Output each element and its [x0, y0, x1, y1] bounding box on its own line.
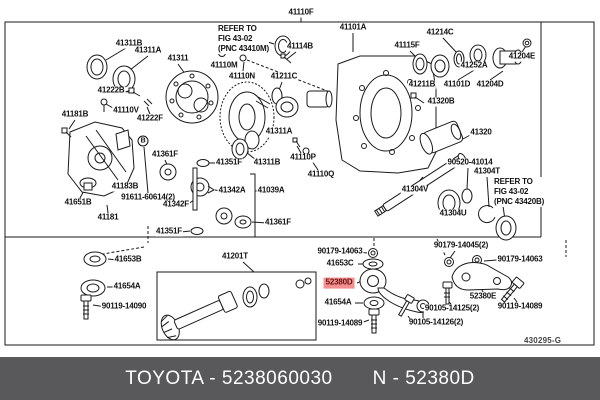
footer-pnc: N - 52380D: [372, 367, 475, 389]
selected-part-label-52380d[interactable]: 52380D: [323, 277, 355, 289]
part-label-41320[interactable]: 41320: [469, 127, 493, 138]
part-label-90179-14063[interactable]: 90179-14063: [316, 246, 364, 257]
part-label-41101d[interactable]: 41101D: [442, 79, 472, 90]
part-label-90520-41014[interactable]: 90520-41014: [446, 157, 494, 168]
part-label-52380e[interactable]: 52380E: [468, 291, 498, 302]
part-label-41110n[interactable]: 41110N: [228, 71, 256, 82]
footer-bar: TOYOTA - 5238060030 N - 52380D: [0, 357, 600, 400]
part-label-41361f[interactable]: 41361F: [151, 149, 179, 160]
part-label-41204d[interactable]: 41204D: [475, 79, 505, 90]
part-label-41211c[interactable]: 41211C: [269, 71, 299, 82]
part-label-90179-14063[interactable]: 90179-14063: [496, 254, 544, 265]
part-label-41214c[interactable]: 41214C: [425, 27, 455, 38]
part-label-41222b[interactable]: 41222B: [96, 85, 126, 96]
internal-gear-kit-drawing: [159, 159, 252, 235]
part-label-41181[interactable]: 41181: [96, 212, 120, 223]
support-bracket-drawing: [398, 255, 525, 317]
part-label-41110p[interactable]: 41110P: [289, 152, 317, 163]
part-label-41351f[interactable]: 41351F: [215, 157, 243, 168]
part-label-90119-14089[interactable]: 90119-14089: [316, 318, 364, 329]
part-label-90105-14125(2)[interactable]: 90105-14125(2): [423, 303, 481, 314]
part-label-41654a[interactable]: 41654A: [323, 297, 353, 308]
part-label-41181b[interactable]: 41181B: [60, 109, 90, 120]
part-label-41201t[interactable]: 41201T: [221, 251, 249, 262]
part-label-41114b[interactable]: 41114B: [286, 41, 314, 52]
part-label-41252a[interactable]: 41252A: [459, 60, 489, 71]
part-label-41311[interactable]: 41311: [166, 53, 190, 64]
axle-shaft-drawing: [374, 120, 517, 241]
part-label-41183b[interactable]: 41183B: [110, 181, 140, 192]
part-label-41311b[interactable]: 41311B: [252, 157, 282, 168]
part-label-41110v[interactable]: 41110V: [112, 105, 140, 116]
part-label-41304u[interactable]: 41304U: [438, 208, 468, 219]
callout-b[interactable]: B: [137, 135, 149, 147]
part-label-41342f[interactable]: 41342F: [162, 199, 190, 210]
part-label-41651b[interactable]: 41651B: [63, 197, 93, 208]
part-label-41110m[interactable]: 41110M: [209, 60, 239, 71]
part-label-41115f[interactable]: 41115F: [393, 40, 421, 51]
part-label-41311a[interactable]: 41311A: [264, 126, 294, 137]
part-label-41361f[interactable]: 41361F: [264, 217, 292, 228]
part-label-41304t[interactable]: 41304T: [473, 166, 501, 177]
footer-part-number: TOYOTA - 5238060030: [125, 367, 333, 389]
part-label-90119-14089[interactable]: 90119-14089: [496, 301, 544, 312]
part-label-41351f[interactable]: 41351F: [155, 226, 183, 237]
part-label-41204e[interactable]: 41204E: [507, 51, 537, 62]
part-label-41110f[interactable]: 41110F: [287, 7, 315, 18]
part-label-41039a[interactable]: 41039A: [256, 185, 286, 196]
part-label-41211b[interactable]: 41211B: [407, 79, 437, 90]
part-label-41653c[interactable]: 41653C: [325, 258, 355, 269]
drive-pinion-box-drawing: [156, 271, 317, 341]
part-label-90179-14045(2)[interactable]: 90179-14045(2): [432, 240, 490, 251]
part-label-41311b[interactable]: 41311B: [114, 38, 144, 49]
part-label-41222f[interactable]: 41222F: [136, 113, 164, 124]
part-label-41311a[interactable]: 41311A: [133, 45, 163, 56]
part-label-91611-60614(2)[interactable]: 91611-60614(2): [120, 192, 176, 203]
part-label-90119-14090[interactable]: 90119-14090: [100, 301, 148, 312]
part-label-41320b[interactable]: 41320B: [426, 96, 456, 107]
part-label-41110q[interactable]: 41110Q: [306, 169, 336, 180]
part-label-41653b[interactable]: 41653B: [113, 254, 143, 265]
mount-hardware-left-drawing: [80, 251, 107, 320]
part-label-41304v[interactable]: 41304V: [400, 184, 430, 195]
part-label-41101a[interactable]: 41101A: [338, 22, 368, 33]
part-label-90105-14126(2)[interactable]: 90105-14126(2): [407, 317, 465, 328]
side-bracket-drawing: [61, 87, 153, 197]
part-label-41342a[interactable]: 41342A: [217, 185, 247, 196]
part-label-41654a[interactable]: 41654A: [112, 281, 142, 292]
figure-code: 430295-G: [524, 336, 562, 345]
